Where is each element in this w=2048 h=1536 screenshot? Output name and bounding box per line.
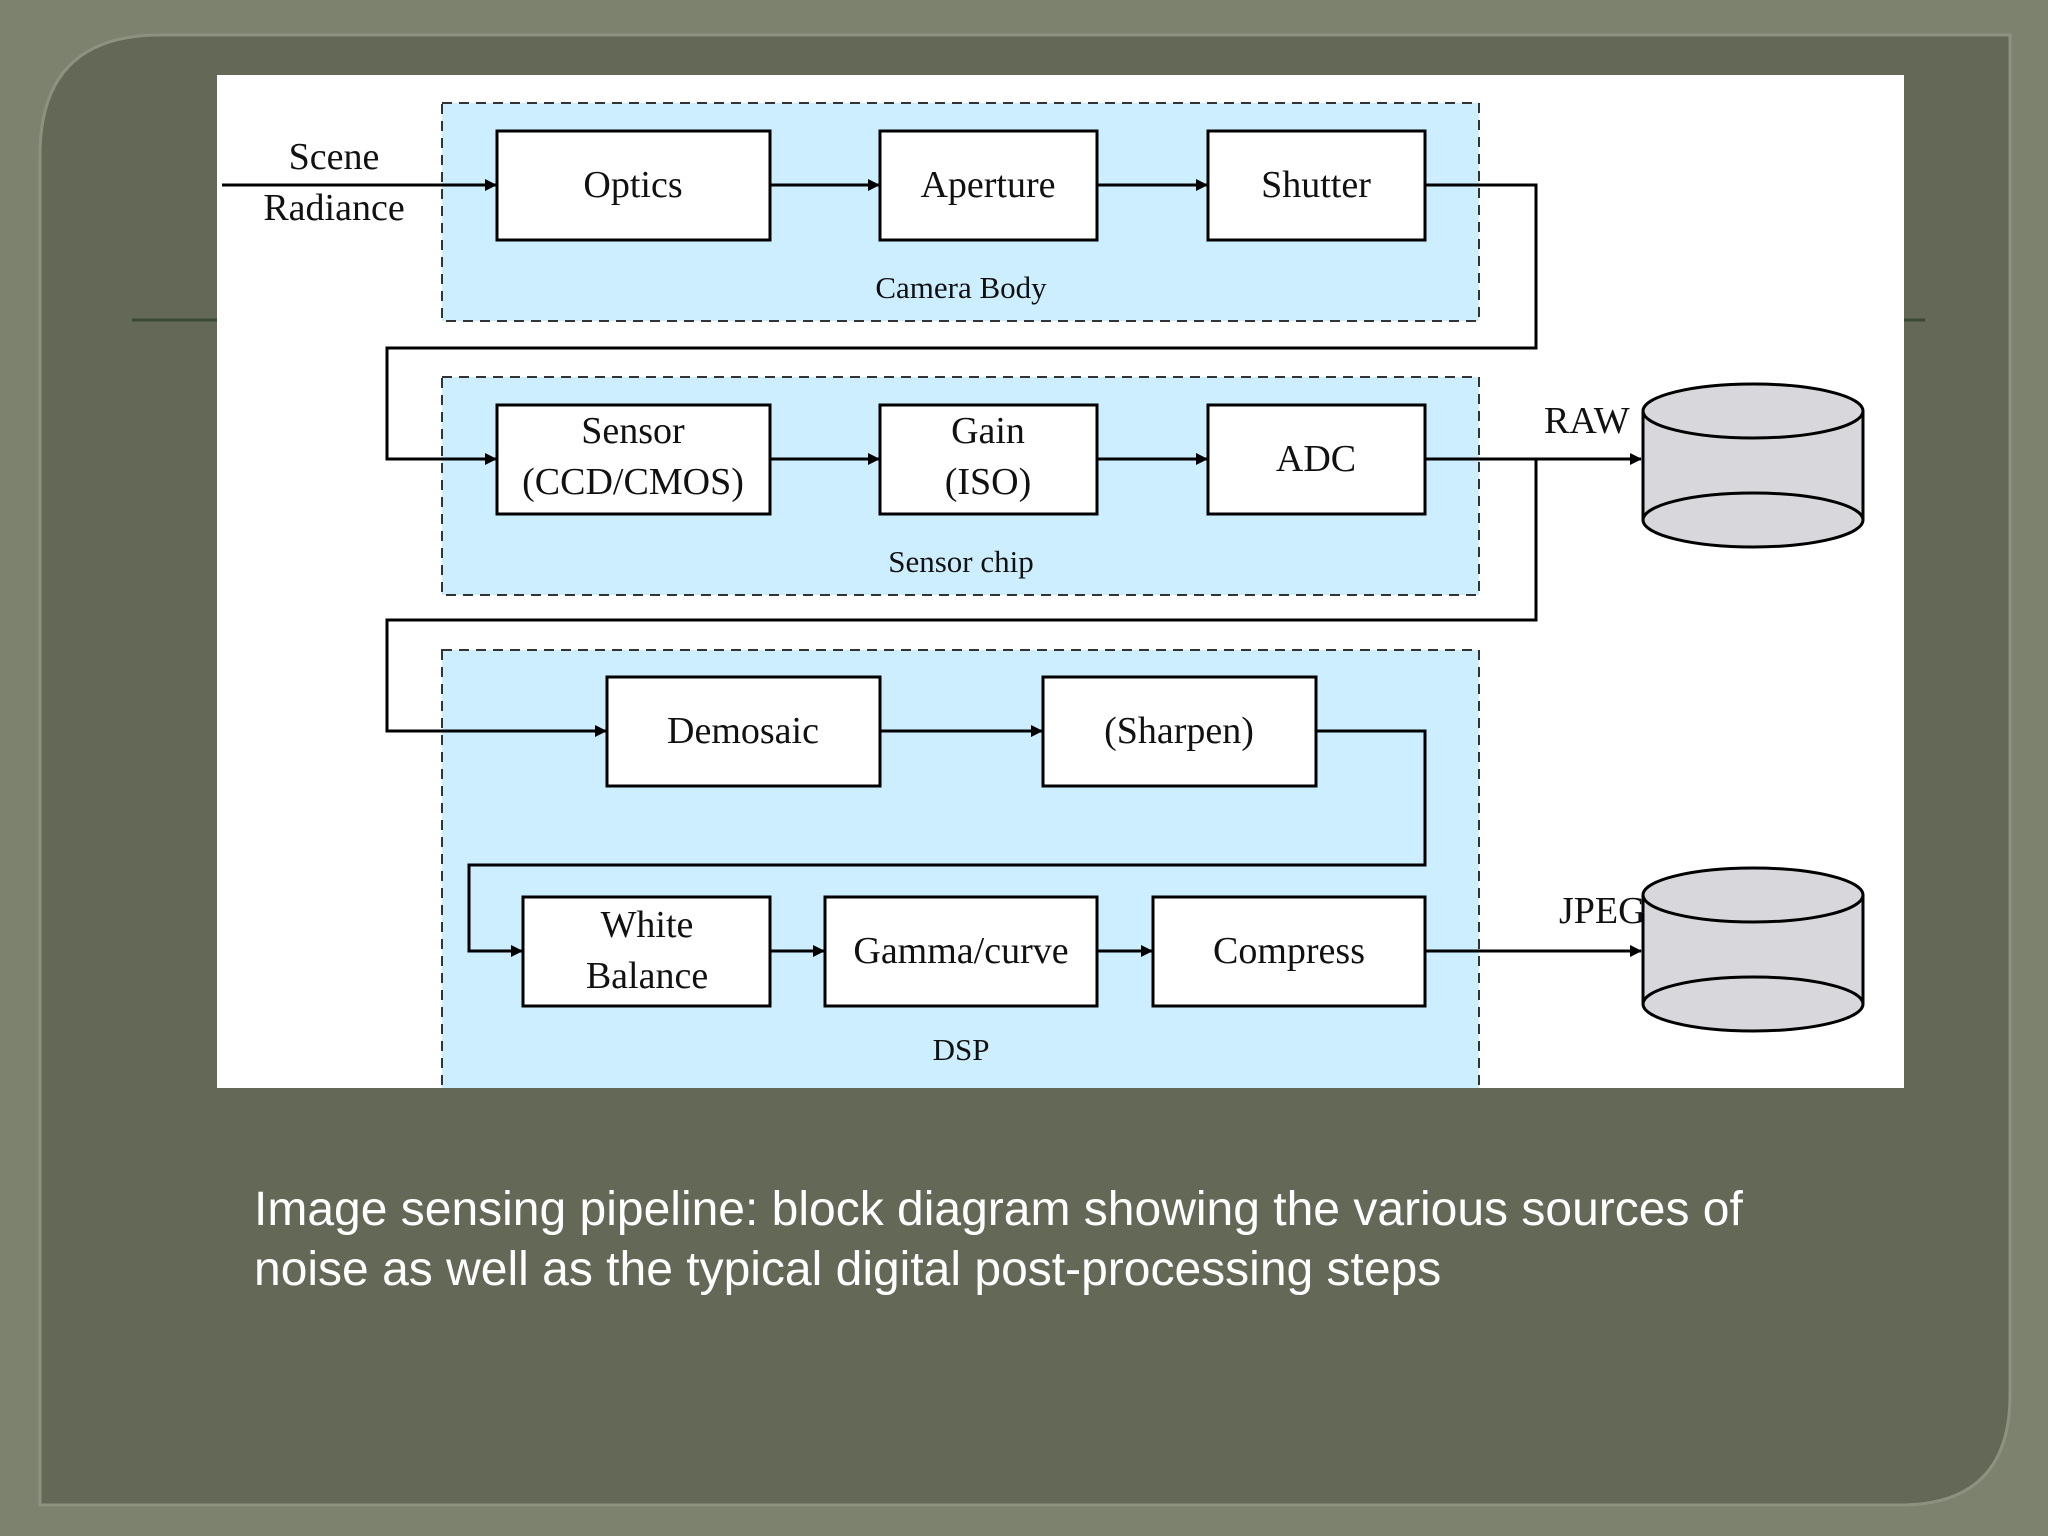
caption-line-1: Image sensing pipeline: block diagram sh… [254,1183,1743,1236]
sharpen-label: (Sharpen) [1104,710,1254,752]
compress-label: Compress [1213,930,1365,972]
gain-block [878,403,1099,516]
raw-label: RAW [1544,400,1630,442]
aperture-label: Aperture [920,164,1055,206]
dsp-group [441,649,1480,1088]
raw-storage-icon [1641,382,1865,549]
white-balance-label-line2: Balance [586,955,708,997]
aperture-block [878,129,1099,242]
dsp-label: DSP [933,1032,990,1067]
arrow-shutter-to-sensor [385,183,1538,465]
arrow-sharpen-to-white-balance [467,729,1427,957]
diagram-panel: Scene Radiance Optics Aperture Shutter C… [217,75,1904,1088]
optics-label: Optics [583,164,682,206]
scene-radiance-label-line1: Scene [289,136,380,178]
caption-line-2: noise as well as the typical digital pos… [254,1243,1442,1296]
shutter-label: Shutter [1261,164,1371,206]
slide-caption: Image sensing pipeline: block diagram sh… [254,1180,1894,1300]
adc-block [1206,403,1427,516]
jpeg-label: JPEG [1559,890,1646,932]
white-balance-block [521,895,772,1008]
pipeline-diagram: Scene Radiance Optics Aperture Shutter C… [222,102,1865,1088]
shutter-block [1206,129,1427,242]
adc-label: ADC [1276,438,1356,480]
sensor-label-line2: (CCD/CMOS) [522,461,744,503]
gamma-curve-block [823,895,1099,1008]
optics-block [495,129,772,242]
gamma-curve-label: Gamma/curve [853,930,1068,972]
jpeg-storage-icon [1641,866,1865,1033]
arrow-adc-to-demosaic [385,459,1538,737]
camera-body-label: Camera Body [875,270,1047,305]
scene-radiance-label-line2: Radiance [263,187,404,229]
demosaic-label: Demosaic [667,710,819,752]
gain-label-line2: (ISO) [945,461,1032,503]
white-balance-label-line1: White [601,904,694,946]
sensor-chip-label: Sensor chip [888,544,1034,579]
sensor-label-line1: Sensor [581,410,685,452]
sensor-block [495,403,772,516]
demosaic-block [605,675,882,788]
sharpen-block [1041,675,1318,788]
gain-label-line1: Gain [951,410,1025,452]
